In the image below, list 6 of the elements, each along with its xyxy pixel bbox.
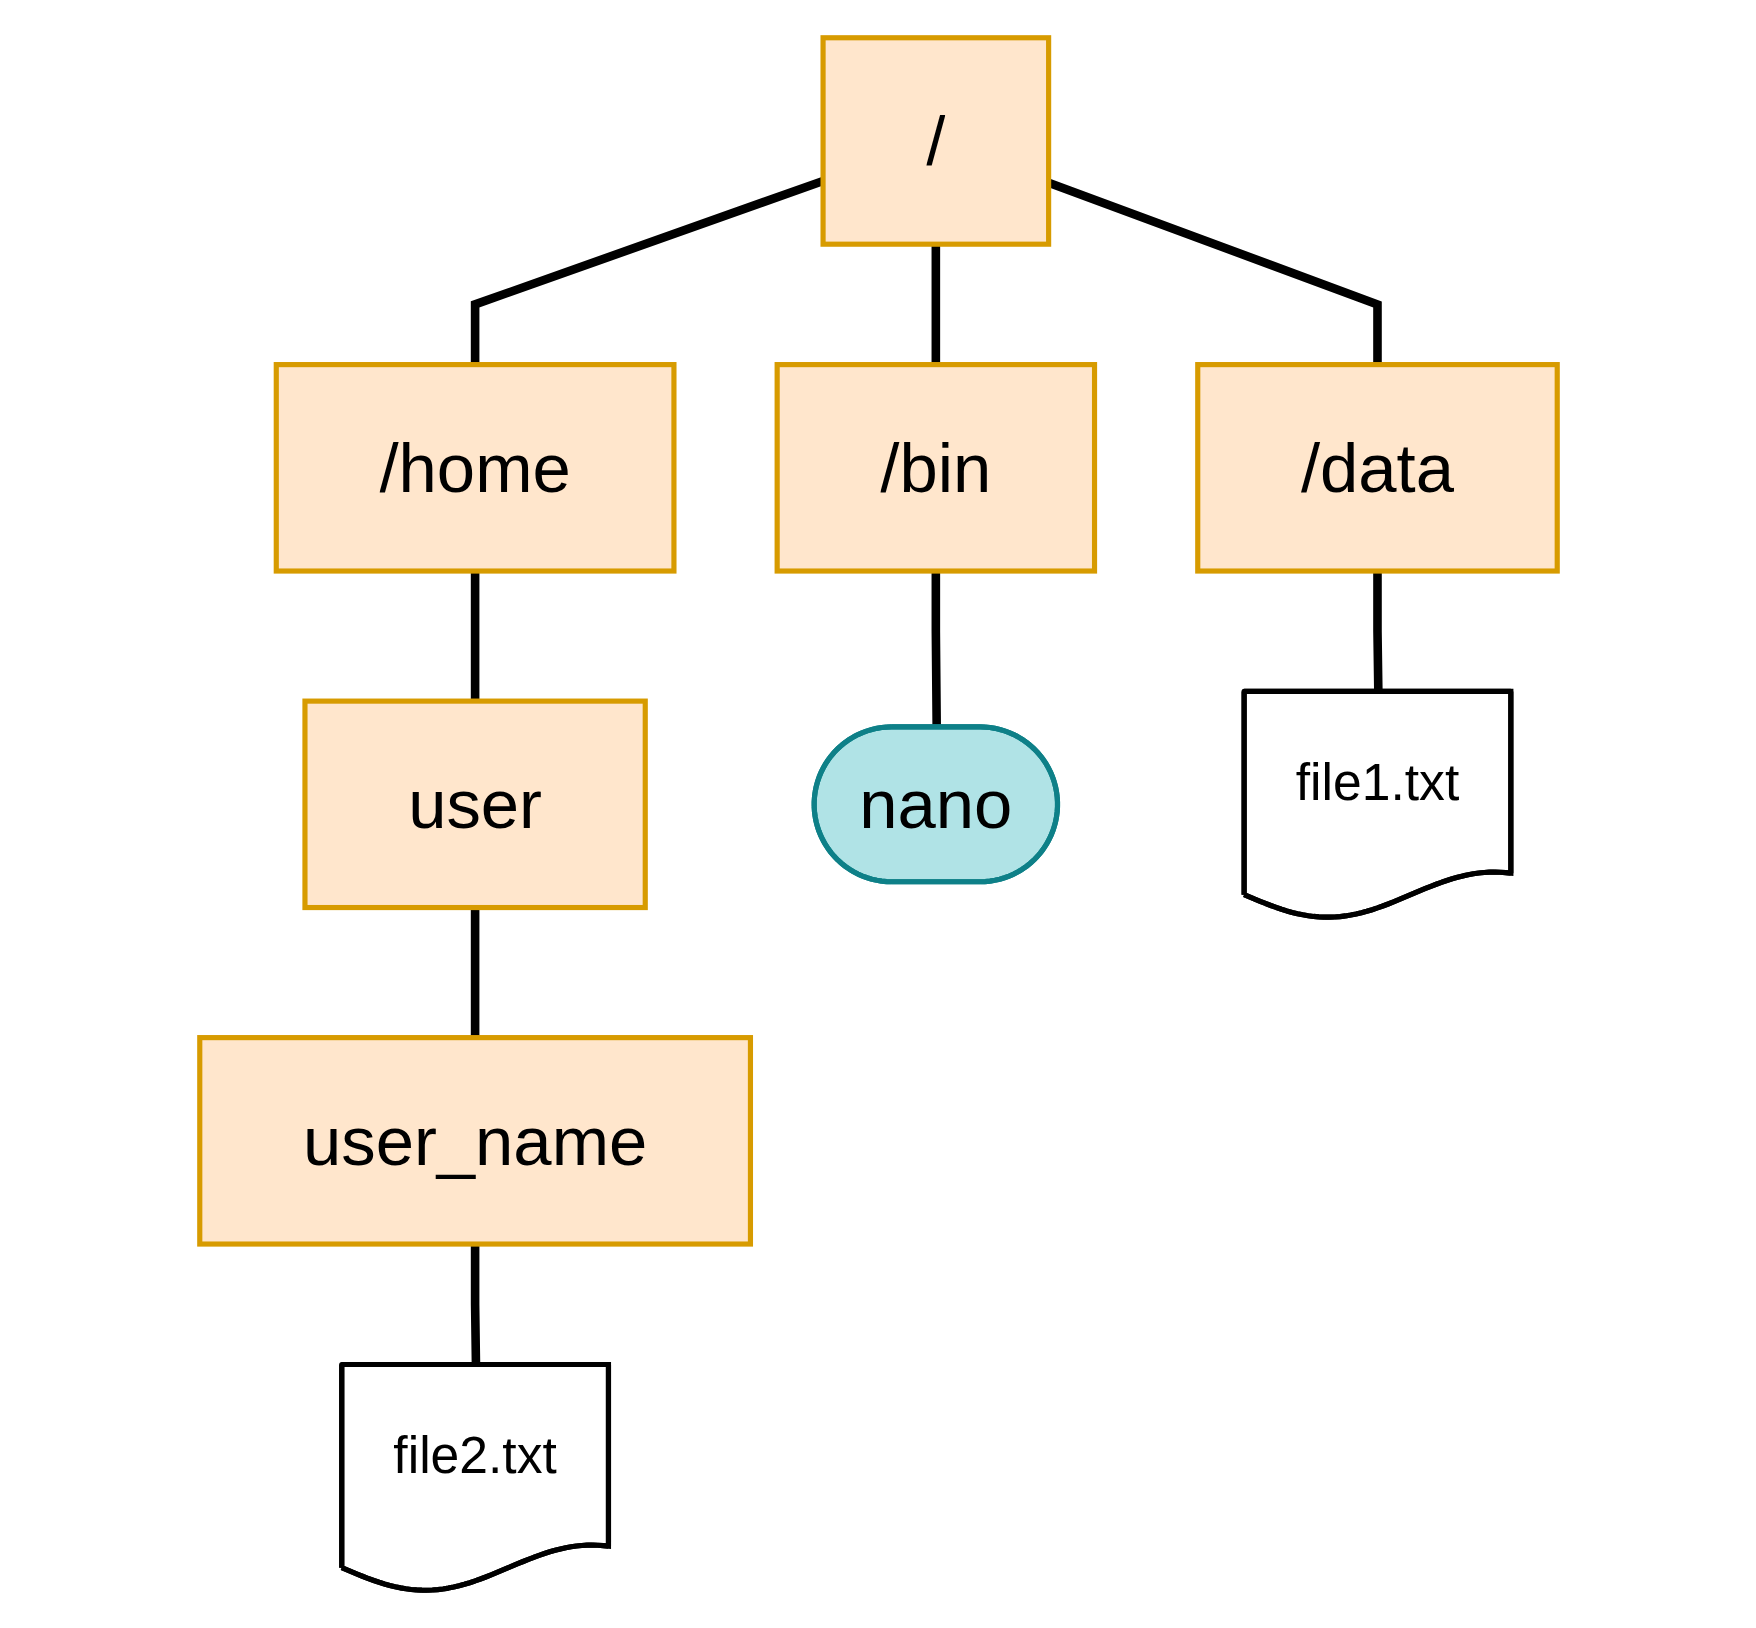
- node-box: /bin: [774, 362, 1097, 574]
- node-box: /: [819, 35, 1051, 247]
- node-box: user_name: [196, 1035, 753, 1247]
- node-box: /home: [273, 362, 677, 574]
- node-box: user: [301, 698, 648, 911]
- node-box: /data: [1194, 362, 1560, 574]
